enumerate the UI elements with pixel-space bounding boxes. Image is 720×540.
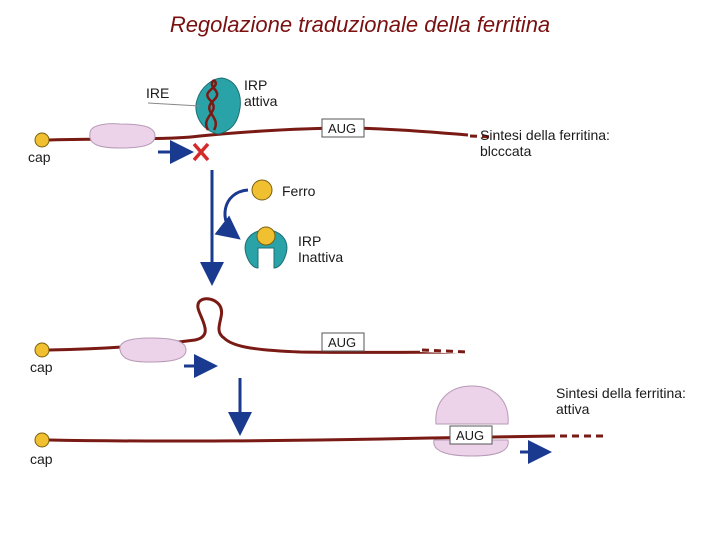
ire-label: IRE	[146, 85, 169, 101]
cap-label-3: cap	[30, 451, 53, 467]
mrna-strand-3	[48, 434, 556, 443]
aug-label-2: AUG	[328, 335, 356, 350]
cap-label-2: cap	[30, 359, 53, 375]
row-active: cap AUG Sintesi della ferritina: attiva	[30, 385, 686, 467]
row-scanning: cap AUG	[30, 297, 471, 378]
iron-bound-atom	[256, 226, 276, 246]
row-blocked: cap IRE IRP attiva AUG Sintesi della fer…	[28, 77, 610, 165]
mrna-strand-2	[48, 297, 471, 354]
large-ribosome	[435, 385, 509, 425]
status-blocked-1: Sintesi della ferritina:	[480, 127, 610, 143]
block-x-icon	[192, 142, 210, 162]
iron-label: Ferro	[282, 183, 316, 199]
aug-label-1: AUG	[328, 121, 356, 136]
cap-label-1: cap	[28, 149, 51, 165]
status-active-2: attiva	[556, 401, 590, 417]
iron-step: Ferro IRP Inattiva	[200, 170, 343, 286]
irp-active-shape	[195, 77, 241, 135]
status-active-1: Sintesi della ferritina:	[556, 385, 686, 401]
mrna-dashed-2b	[421, 348, 469, 354]
ire-pointer	[147, 102, 201, 107]
aug-box-1	[321, 118, 365, 138]
small-ribosome-1	[89, 123, 156, 149]
irp-active-label-1: IRP	[244, 77, 267, 93]
aug-label-3: AUG	[456, 428, 484, 443]
irp-inactive-label-2: Inattiva	[298, 249, 343, 265]
curved-arrow-iron	[214, 188, 249, 240]
irp-inactive-label-1: IRP	[298, 233, 321, 249]
cap-circle-3	[34, 432, 50, 448]
aug-box-3	[449, 425, 493, 445]
iron-atom	[251, 179, 273, 201]
cap-circle-1	[34, 132, 50, 148]
aug-box-2	[321, 332, 365, 352]
ire-stem-loop	[205, 79, 219, 131]
small-ribosome-2	[119, 337, 187, 363]
cap-circle-2	[34, 342, 50, 358]
mrna-dashed-1	[469, 134, 496, 139]
irp-inactive-shape	[244, 229, 288, 269]
slide-title: Regolazione traduzionale della ferritina	[169, 12, 551, 37]
irp-active-label-2: attiva	[244, 93, 278, 109]
status-blocked-2: blcccata	[480, 143, 532, 159]
